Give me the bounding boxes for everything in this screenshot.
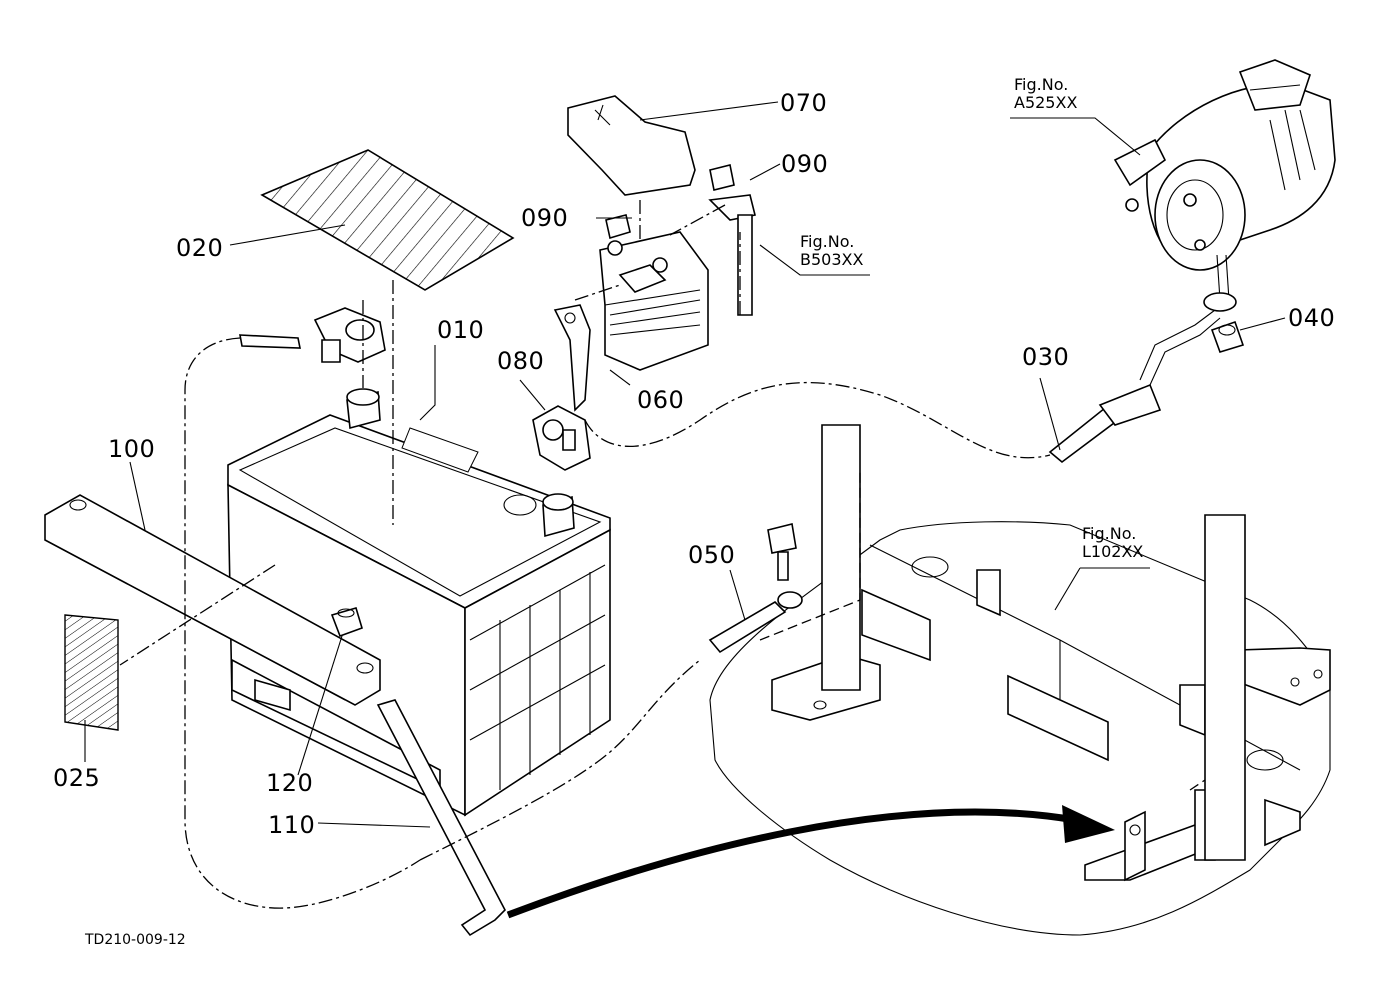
warning-label: [64, 614, 119, 731]
battery-label-sticker: [260, 149, 515, 291]
figure-reference-number: L102XX: [1082, 542, 1144, 561]
part-label-010: 010: [437, 316, 485, 344]
hook-bolt: [376, 699, 506, 937]
positive-terminal-080: [532, 405, 591, 471]
drawing-code: TD210-009-12: [85, 932, 186, 948]
part-label-110: 110: [268, 811, 316, 839]
figure-reference-l102: Fig.No. L102XX: [1082, 525, 1143, 561]
battery-cell-grid: [469, 564, 606, 790]
part-label-090-right: 090: [781, 150, 829, 178]
nut-090-right: [708, 164, 756, 316]
starter-cable-030: [1048, 292, 1237, 464]
battery-hold-bracket: [44, 494, 381, 706]
installation-arrow: [506, 805, 1115, 919]
leader-lines: [84, 101, 1286, 828]
ground-cable-050: [708, 591, 803, 654]
part-label-060: 060: [637, 386, 685, 414]
negative-cable-clamp: [239, 307, 386, 363]
nut: [330, 607, 363, 638]
part-label-030: 030: [1022, 343, 1070, 371]
figure-reference-prefix: Fig.No.: [1082, 524, 1137, 543]
part-label-050: 050: [688, 541, 736, 569]
part-label-100: 100: [108, 435, 156, 463]
part-label-070: 070: [780, 89, 828, 117]
part-label-090-left: 090: [521, 204, 569, 232]
cable-routing-lines: [119, 200, 1051, 909]
part-label-120: 120: [266, 769, 314, 797]
ground-bolt: [767, 523, 797, 581]
part-label-020: 020: [176, 234, 224, 262]
fuse-terminal-060: [599, 231, 709, 371]
part-label-025: 025: [53, 764, 101, 792]
nut-040: [1210, 320, 1245, 353]
frame-floor-plate: [709, 424, 1331, 936]
figure-reference-number: A525XX: [1014, 93, 1078, 112]
figure-reference-a525: Fig.No. A525XX: [1014, 76, 1077, 112]
terminal-cover-070: [567, 95, 696, 196]
figure-reference-number: B503XX: [800, 250, 864, 269]
part-label-040: 040: [1288, 304, 1336, 332]
starter-motor: [1113, 59, 1336, 301]
figure-reference-prefix: Fig.No.: [800, 232, 855, 251]
figure-reference-b503: Fig.No. B503XX: [800, 233, 863, 269]
part-label-080: 080: [497, 347, 545, 375]
figure-reference-prefix: Fig.No.: [1014, 75, 1069, 94]
cable-lug: [553, 304, 591, 412]
nut-090-left: [605, 214, 631, 240]
